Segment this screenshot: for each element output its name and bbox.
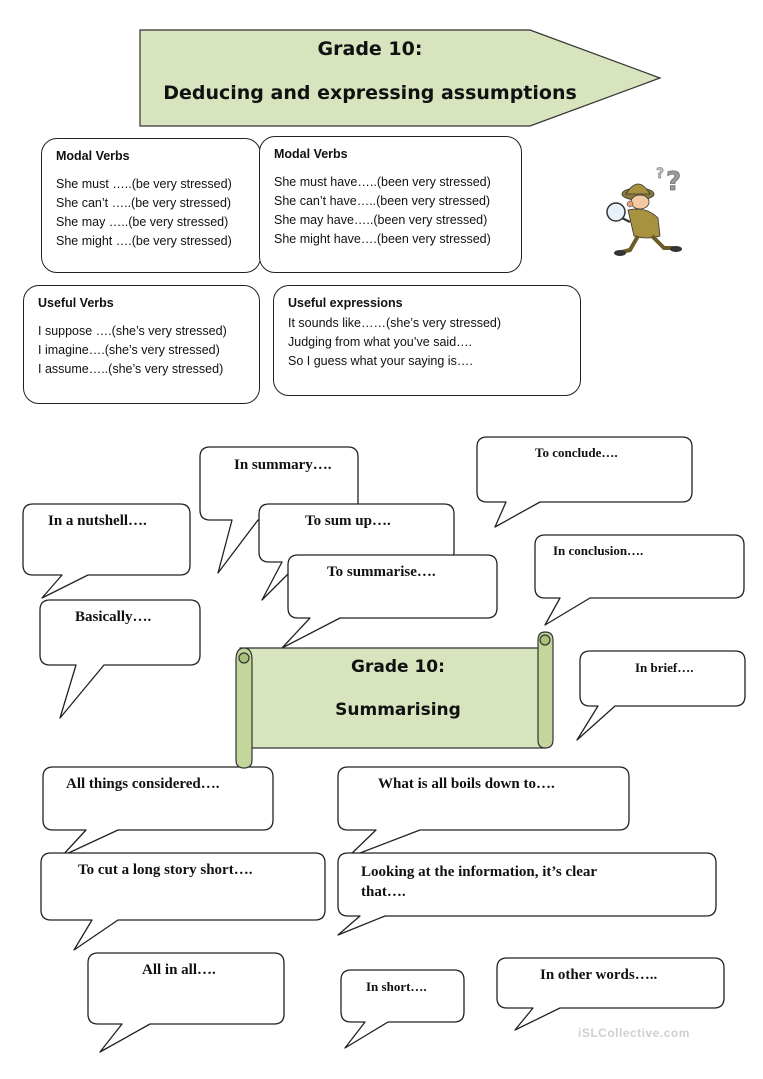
bubble-text-cut-long-story: To cut a long story short…. [78, 862, 253, 878]
box-line: She may …..(be very stressed) [56, 215, 229, 229]
banner-title: Grade 10: [317, 38, 423, 60]
bubble-in-brief [576, 650, 746, 741]
bubble-in-short [340, 969, 465, 1049]
bubble-text-looking-line1: Looking at the information, it’s clear [361, 864, 598, 880]
bubble-in-other-words [496, 957, 725, 1031]
modal-verbs-past-box: Modal Verbs She must have…..(been very s… [259, 136, 522, 273]
box-line: She may have…..(been very stressed) [274, 213, 488, 227]
box-title: Useful expressions [288, 296, 403, 310]
box-line: I assume…..(she’s very stressed) [38, 362, 224, 376]
banner-shape [139, 29, 662, 127]
useful-expressions-box: Useful expressions It sounds like……(she’… [273, 285, 581, 396]
box-title: Useful Verbs [38, 296, 114, 310]
box-line: She must …..(be very stressed) [56, 177, 232, 191]
bubble-text-to-conclude: To conclude…. [535, 445, 618, 460]
summarising-scroll [235, 631, 554, 769]
bubble-text-in-brief: In brief…. [635, 660, 694, 675]
box-line: She might have….(been very stressed) [274, 232, 491, 246]
box-line: So I guess what your saying is…. [288, 354, 473, 368]
bubble-to-sum-up [258, 503, 455, 601]
bubble-looking-at-information [337, 852, 717, 936]
bubble-text-all-things-considered: All things considered…. [66, 776, 220, 792]
scroll-subtitle: Summarising [335, 700, 461, 720]
bubble-text-to-summarise: To summarise…. [327, 564, 436, 580]
bubble-boils-down [337, 766, 630, 859]
watermark: iSLCollective.com [578, 1026, 690, 1040]
box-title: Modal Verbs [56, 149, 130, 163]
bubble-text-in-conclusion: In conclusion…. [553, 543, 644, 558]
bubble-text-in-a-nutshell: In a nutshell…. [48, 513, 147, 529]
detective-icon: ? ? [606, 166, 682, 256]
box-line: She can’t …..(be very stressed) [56, 196, 232, 210]
box-line: She might ….(be very stressed) [56, 234, 232, 248]
box-line: She must have…..(been very stressed) [274, 175, 491, 189]
scroll-title: Grade 10: [351, 657, 445, 677]
useful-verbs-box: Useful Verbs I suppose ….(she’s very str… [23, 285, 260, 404]
svg-text:?: ? [656, 166, 664, 182]
bubble-text-in-summary: In summary…. [234, 457, 332, 473]
bubble-all-things-considered [42, 766, 274, 857]
bubble-text-in-short: In short…. [366, 979, 427, 994]
bubble-text-all-in-all: All in all…. [142, 962, 216, 978]
bubble-all-in-all [87, 952, 285, 1053]
box-line: It sounds like……(she’s very stressed) [288, 316, 502, 330]
box-line: I suppose ….(she’s very stressed) [38, 324, 227, 338]
bubble-to-conclude [476, 436, 693, 528]
bubble-in-a-nutshell [22, 503, 191, 599]
bubble-to-summarise [281, 554, 498, 649]
bubble-text-basically: Basically…. [75, 609, 152, 625]
box-line: I imagine….(she’s very stressed) [38, 343, 220, 357]
banner-subtitle: Deducing and expressing assumptions [163, 82, 577, 104]
modal-verbs-present-box: Modal Verbs She must …..(be very stresse… [41, 138, 261, 273]
box-title: Modal Verbs [274, 147, 348, 161]
box-line: Judging from what you’ve said…. [288, 335, 473, 349]
bubble-basically [39, 599, 201, 719]
svg-text:?: ? [666, 167, 681, 197]
bubble-text-boils-down: What is all boils down to…. [378, 776, 555, 792]
box-line: She can’t have…..(been very stressed) [274, 194, 491, 208]
bubble-text-looking-line2: that…. [361, 884, 406, 900]
bubble-cut-long-story [40, 852, 326, 951]
bubble-text-in-other-words: In other words….. [540, 967, 658, 983]
bubble-text-to-sum-up: To sum up…. [305, 513, 391, 529]
bubble-in-conclusion [534, 534, 745, 626]
